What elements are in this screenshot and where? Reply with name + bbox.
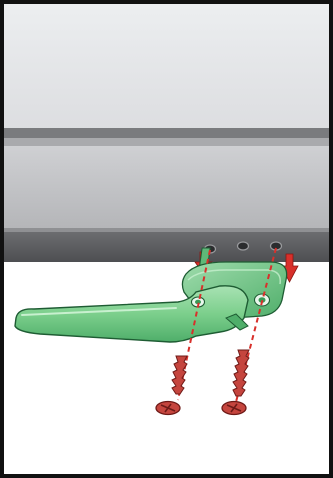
escutcheon-highlight: [187, 269, 281, 285]
lever-handle: [14, 285, 249, 343]
lever-arm: [14, 285, 249, 343]
screw-right: [221, 349, 250, 416]
screw-left: [155, 355, 188, 416]
lever-highlight: [21, 307, 177, 316]
screw-hole-right-inner: [258, 297, 266, 303]
screw-thread-right: [232, 349, 250, 397]
lever-neck: [225, 313, 249, 331]
mounting-hole-center: [236, 241, 250, 251]
frame-sash: [4, 146, 329, 230]
phillips-slot-left-icon: [160, 403, 176, 413]
frame-groove: [4, 128, 329, 138]
frame-upper-panel: [4, 4, 329, 132]
screw-thread-left: [171, 355, 188, 395]
handle-screw-holes: [190, 293, 271, 308]
frame-edge: [4, 228, 329, 232]
phillips-slot-right-icon: [226, 403, 242, 413]
frame-ridge: [4, 138, 329, 146]
arrow-down-right-icon: [280, 253, 299, 283]
